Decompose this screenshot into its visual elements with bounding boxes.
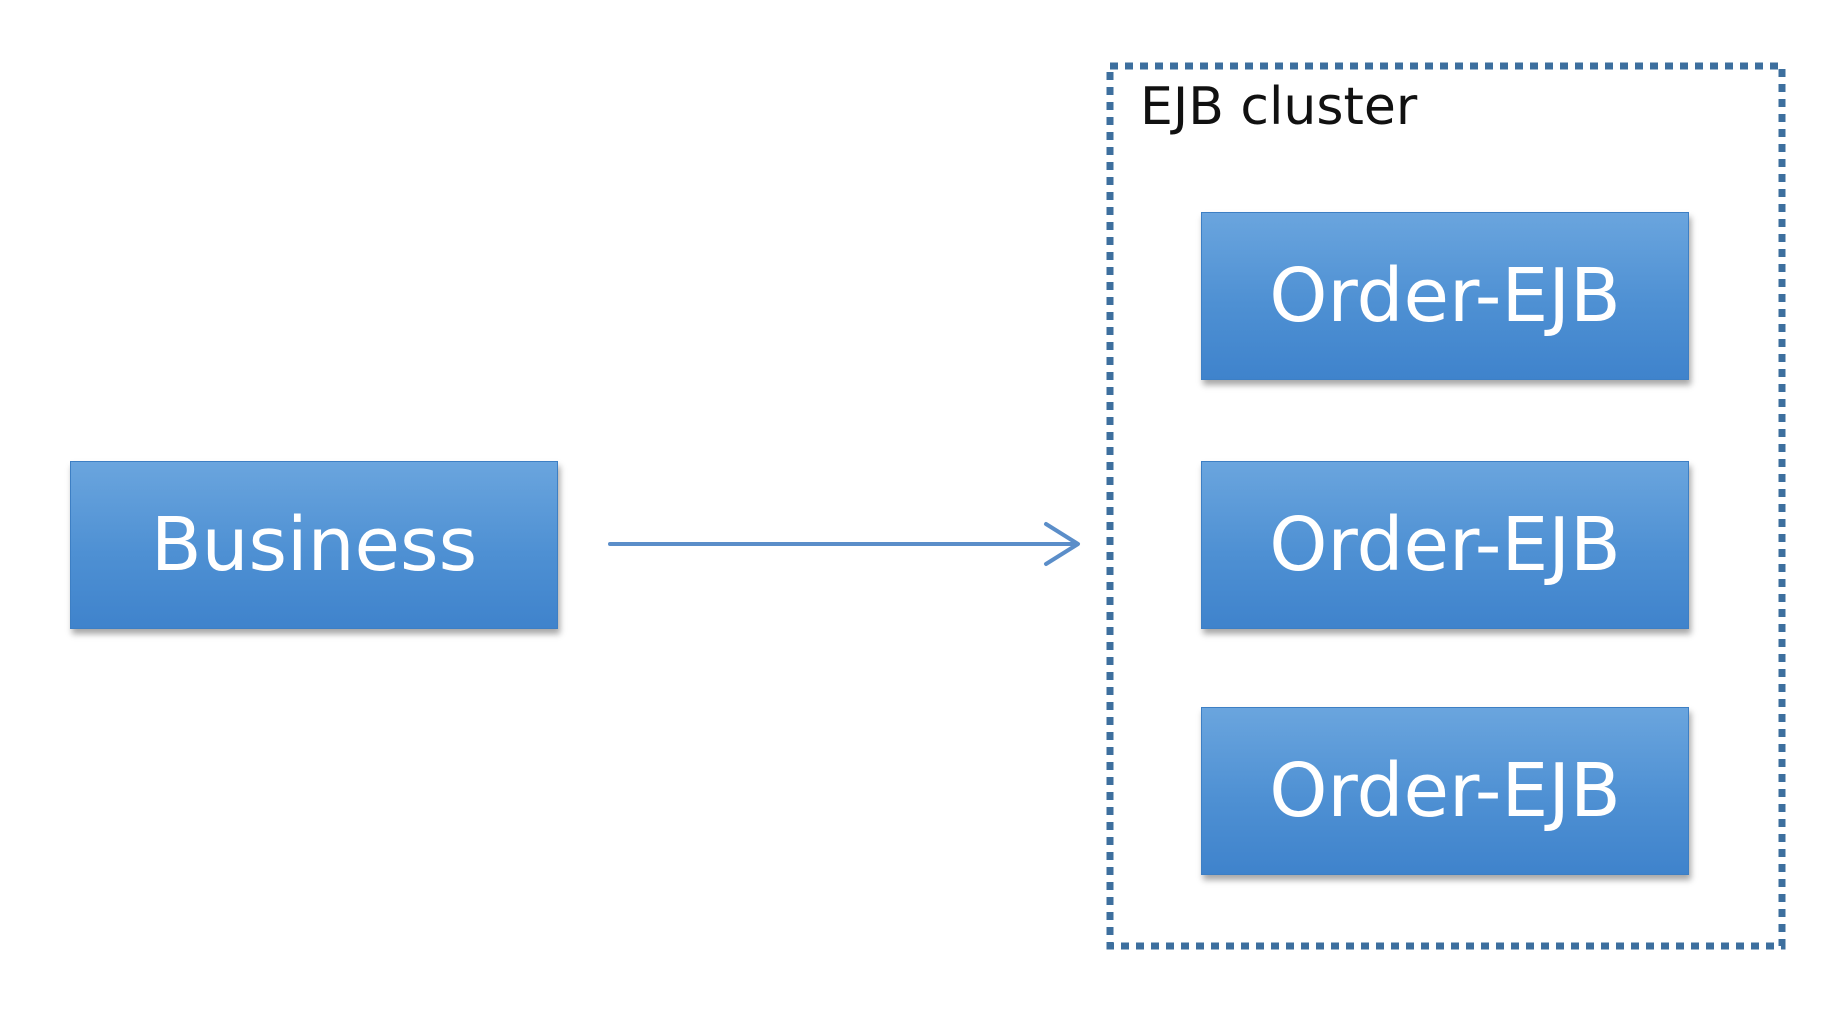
business-node: Business (70, 461, 558, 629)
order-ejb-node-label: Order-EJB (1269, 502, 1621, 588)
order-ejb-node-label: Order-EJB (1269, 253, 1621, 339)
order-ejb-node: Order-EJB (1201, 461, 1689, 629)
order-ejb-node: Order-EJB (1201, 707, 1689, 875)
cluster-title: EJB cluster (1140, 77, 1418, 137)
ejb-cluster-group: EJB cluster (1106, 62, 1786, 950)
order-ejb-node: Order-EJB (1201, 212, 1689, 380)
request-arrow (608, 522, 1080, 566)
business-node-label: Business (150, 502, 478, 588)
order-ejb-node-label: Order-EJB (1269, 748, 1621, 834)
cluster-dashed-border (1106, 62, 1786, 950)
